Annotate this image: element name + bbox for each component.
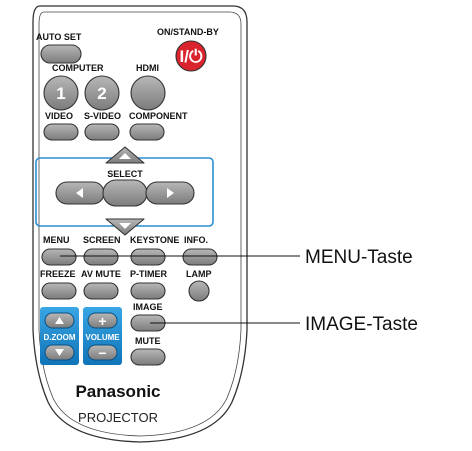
mute-button[interactable]: [130, 348, 166, 366]
menu-label: MENU: [43, 235, 70, 245]
hdmi-label: HDMI: [136, 63, 159, 73]
s-video-button[interactable]: [84, 123, 120, 141]
freeze-label: FREEZE: [40, 269, 76, 279]
video-button[interactable]: [43, 123, 79, 141]
screen-label: SCREEN: [83, 235, 121, 245]
computer-1-label: 1: [56, 84, 65, 103]
s-video-label: S-VIDEO: [84, 111, 121, 121]
av-mute-button[interactable]: [83, 282, 119, 300]
d-zoom-label: D.ZOOM: [44, 333, 76, 342]
d-zoom-up-icon: [55, 317, 64, 324]
video-label: VIDEO: [45, 111, 73, 121]
volume-minus-icon: −: [98, 345, 106, 361]
menu-button[interactable]: [41, 248, 77, 266]
up-arrow-icon: [119, 153, 131, 159]
computer-2-label: 2: [97, 84, 106, 103]
mute-label: MUTE: [135, 336, 161, 346]
hdmi-button[interactable]: [130, 75, 166, 111]
info-label: INFO.: [184, 235, 208, 245]
p-timer-button[interactable]: [130, 282, 166, 300]
freeze-button[interactable]: [41, 282, 77, 300]
keystone-label: KEYSTONE: [130, 235, 179, 245]
screen-button[interactable]: [83, 248, 119, 266]
computer-label: COMPUTER: [52, 63, 104, 73]
down-arrow-icon: [119, 223, 131, 229]
on-standby-label: ON/STAND-BY: [157, 27, 219, 37]
lamp-button[interactable]: [188, 280, 210, 302]
volume-up-button[interactable]: [87, 312, 118, 329]
p-timer-label: P-TIMER: [130, 269, 167, 279]
component-button[interactable]: [129, 123, 165, 141]
computer-2-button[interactable]: [84, 75, 120, 111]
computer-1-button[interactable]: [43, 75, 79, 111]
component-label: COMPONENT: [129, 111, 188, 121]
power-button[interactable]: [175, 40, 207, 72]
volume-label: VOLUME: [85, 333, 120, 342]
select-label: SELECT: [107, 169, 143, 179]
volume-down-button[interactable]: [87, 344, 118, 361]
power-icon: I/⏻: [180, 47, 203, 66]
keystone-button[interactable]: [130, 248, 166, 266]
d-zoom-down-icon: [55, 349, 64, 356]
auto-set-button[interactable]: [40, 44, 82, 64]
model-label: PROJECTOR: [78, 410, 158, 425]
auto-set-label: AUTO SET: [36, 32, 82, 42]
image-label: IMAGE: [133, 302, 163, 312]
left-arrow-icon: [76, 188, 83, 198]
select-button[interactable]: [102, 179, 148, 207]
brand-logo: Panasonic: [75, 382, 160, 401]
right-arrow-icon: [167, 188, 174, 198]
lamp-label: LAMP: [186, 269, 212, 279]
volume-plus-icon: +: [98, 313, 106, 329]
remote-inner-outline: [38, 11, 242, 437]
menu-callout-label: MENU-Taste: [305, 247, 413, 268]
av-mute-label: AV MUTE: [81, 269, 121, 279]
info-button[interactable]: [182, 248, 218, 266]
image-callout-label: IMAGE-Taste: [305, 314, 418, 335]
